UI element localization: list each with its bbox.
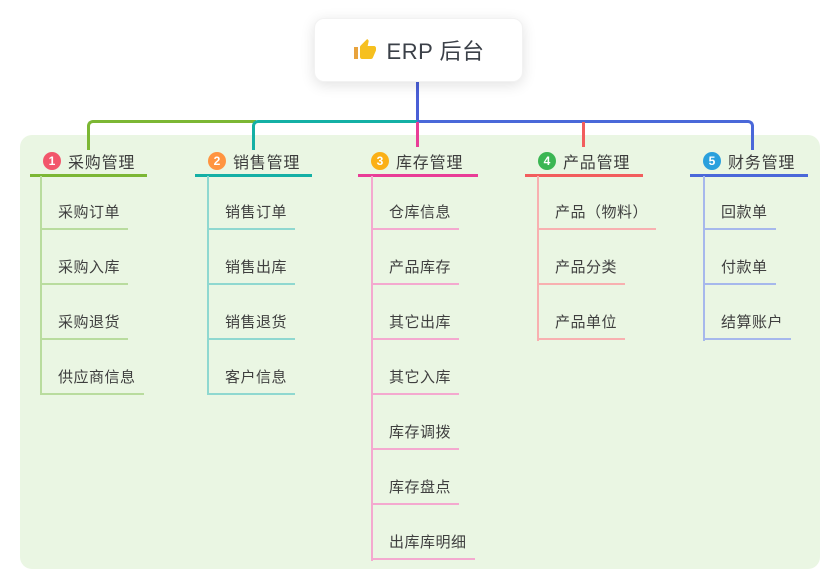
node-receipt-bill[interactable]: 回款单 bbox=[703, 203, 776, 230]
branch-badge-4: 4 bbox=[538, 152, 556, 170]
thumbs-up-icon bbox=[353, 39, 376, 59]
connector-branch3-drop bbox=[416, 122, 419, 147]
node-sales-outbound[interactable]: 销售出库 bbox=[207, 258, 296, 285]
branch-badge-2: 2 bbox=[208, 152, 226, 170]
branch-label: 采购管理 bbox=[68, 155, 136, 172]
branch-label: 库存管理 bbox=[396, 155, 464, 172]
node-supplier-info[interactable]: 供应商信息 bbox=[40, 368, 144, 395]
branch-badge-5: 5 bbox=[703, 152, 721, 170]
connector-branch2-elbow bbox=[252, 120, 420, 150]
branches-panel bbox=[20, 135, 820, 569]
node-sales-return[interactable]: 销售退货 bbox=[207, 313, 296, 340]
connector-branch5-elbow bbox=[417, 120, 754, 150]
branch-badge-1: 1 bbox=[43, 152, 61, 170]
node-stock-transfer[interactable]: 库存调拨 bbox=[371, 423, 460, 450]
connector-branch1-elbow bbox=[87, 120, 256, 150]
node-other-inbound[interactable]: 其它入库 bbox=[371, 368, 460, 395]
branch4-spine bbox=[537, 176, 539, 341]
node-product-unit[interactable]: 产品单位 bbox=[537, 313, 626, 340]
branch3-spine bbox=[371, 176, 373, 561]
branch-header-purchase[interactable]: 1 采购管理 bbox=[30, 148, 147, 177]
node-purchase-order[interactable]: 采购订单 bbox=[40, 203, 129, 230]
branch5-spine bbox=[703, 176, 705, 341]
branch-badge-3: 3 bbox=[371, 152, 389, 170]
connector-root-stem bbox=[416, 80, 419, 121]
branch-header-product[interactable]: 4 产品管理 bbox=[525, 148, 643, 177]
node-product-stock[interactable]: 产品库存 bbox=[371, 258, 460, 285]
node-warehouse-info[interactable]: 仓库信息 bbox=[371, 203, 460, 230]
node-product-category[interactable]: 产品分类 bbox=[537, 258, 626, 285]
branch-header-finance[interactable]: 5 财务管理 bbox=[690, 148, 808, 177]
node-customer-info[interactable]: 客户信息 bbox=[207, 368, 296, 395]
node-inout-detail[interactable]: 出库库明细 bbox=[371, 533, 475, 560]
branch-header-sales[interactable]: 2 销售管理 bbox=[195, 148, 312, 177]
node-payment-bill[interactable]: 付款单 bbox=[703, 258, 776, 285]
node-product-material[interactable]: 产品（物料） bbox=[537, 203, 657, 230]
node-purchase-inbound[interactable]: 采购入库 bbox=[40, 258, 129, 285]
branch-label: 财务管理 bbox=[728, 155, 796, 172]
branch-label: 产品管理 bbox=[563, 155, 631, 172]
branch-header-inventory[interactable]: 3 库存管理 bbox=[358, 148, 478, 177]
node-settlement-account[interactable]: 结算账户 bbox=[703, 313, 792, 340]
root-node[interactable]: ERP 后台 bbox=[314, 18, 523, 82]
branch-label: 销售管理 bbox=[233, 155, 301, 172]
node-purchase-return[interactable]: 采购退货 bbox=[40, 313, 129, 340]
root-label: ERP 后台 bbox=[386, 39, 485, 64]
node-stock-count[interactable]: 库存盘点 bbox=[371, 478, 460, 505]
node-sales-order[interactable]: 销售订单 bbox=[207, 203, 296, 230]
connector-branch4-drop bbox=[582, 122, 585, 147]
node-other-outbound[interactable]: 其它出库 bbox=[371, 313, 460, 340]
